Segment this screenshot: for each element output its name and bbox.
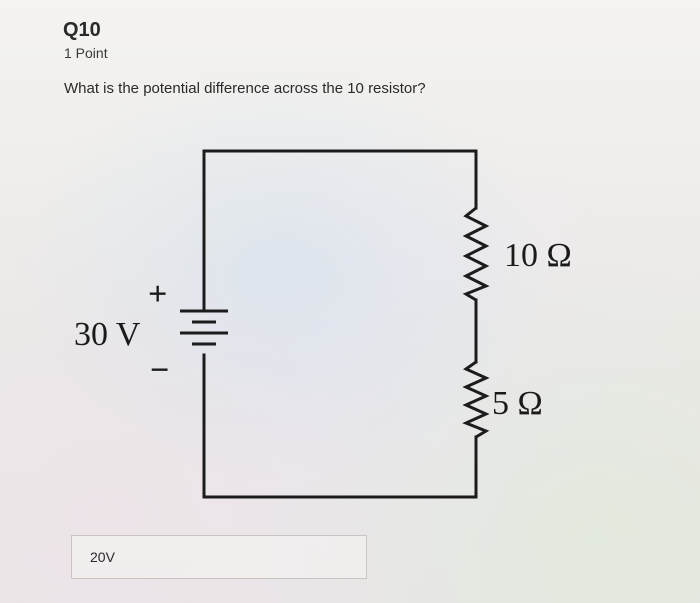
battery-plus-label: + — [148, 276, 167, 313]
resistor-10-ohm-symbol — [462, 206, 490, 302]
wire-bottom — [202, 353, 478, 499]
battery-voltage-label: 30 V — [74, 316, 141, 353]
resistor-5-ohm-symbol — [462, 360, 490, 439]
question-title: Q10 — [63, 19, 101, 41]
question-text: What is the potential difference across … — [64, 80, 426, 97]
resistor-10-ohm-label: 10 Ω — [504, 237, 572, 274]
resistor-5-ohm-label: 5 Ω — [492, 385, 543, 422]
wire-left-top — [202, 149, 478, 311]
question-points: 1 Point — [64, 45, 108, 61]
battery-minus-label: − — [150, 352, 169, 389]
answer-input[interactable] — [71, 535, 367, 579]
battery-symbol — [180, 309, 228, 346]
